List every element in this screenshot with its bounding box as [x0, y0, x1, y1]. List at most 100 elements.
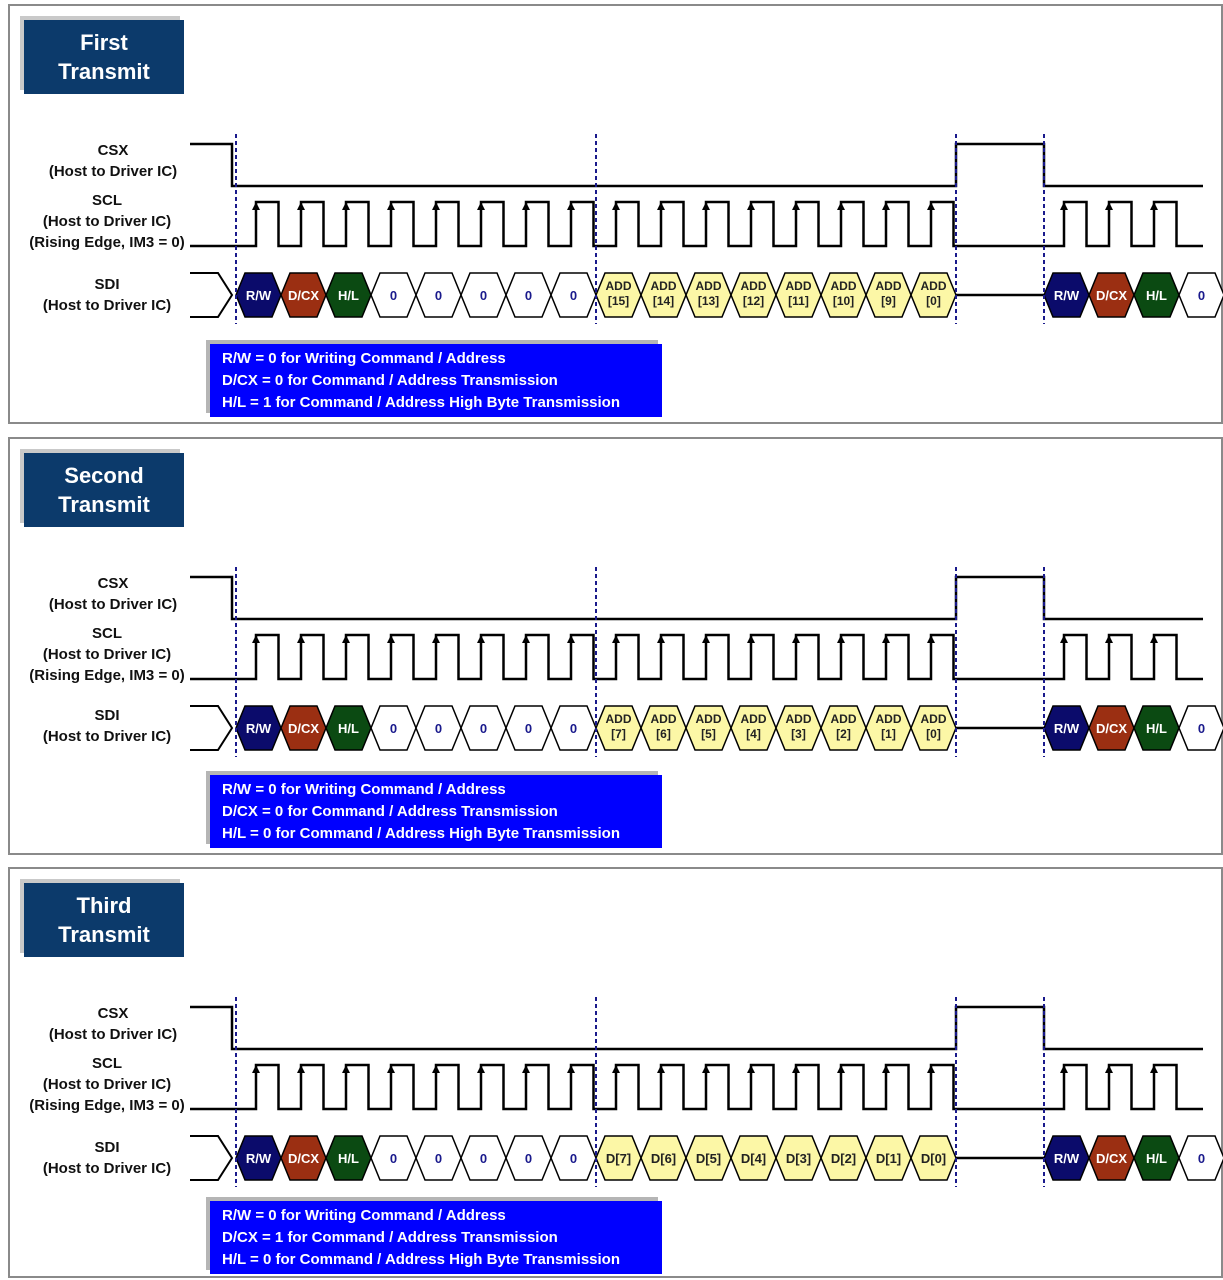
sdi-payload-bit-text: [10] — [833, 294, 854, 308]
panel-title-line-1: First — [80, 30, 128, 55]
csx-desc: (Host to Driver IC) — [48, 163, 178, 180]
rising-edge-arrow — [702, 1065, 710, 1073]
sdi-payload-bit-text: D[7] — [606, 1151, 631, 1166]
sdi-bit-text: 0 — [390, 1151, 397, 1166]
sdi-payload-bit-text: ADD — [921, 712, 947, 726]
rising-edge-arrow — [882, 202, 890, 210]
sdi-bit-text: R/W — [246, 721, 272, 736]
rising-edge-arrow — [1060, 635, 1068, 643]
sdi-payload-bit-text: D[1] — [876, 1151, 901, 1166]
rising-edge-arrow — [657, 635, 665, 643]
panel-title-line-1: Third — [76, 893, 132, 918]
csx-waveform — [190, 575, 1203, 621]
sdi-payload-bit-text: ADD — [786, 712, 812, 726]
sdi-payload-bit-text: D[5] — [696, 1151, 721, 1166]
sdi-next-bit-text: 0 — [1198, 1151, 1205, 1166]
sdi-bit-text: 0 — [435, 288, 442, 303]
sdi-next-bit-text: D/CX — [1096, 1151, 1127, 1166]
csx-name: CSX — [97, 142, 129, 159]
sdi-bit-text: H/L — [338, 721, 359, 736]
rising-edge-arrow — [342, 1065, 350, 1073]
sdi-payload-bit-text: ADD — [921, 279, 947, 293]
legend-line-dcx: D/CX = 1 for Command / Address Transmiss… — [222, 1229, 558, 1246]
rising-edge-arrow — [297, 202, 305, 210]
rising-edge-arrow — [432, 635, 440, 643]
sdi-next-bit-text: H/L — [1146, 288, 1167, 303]
sdi-payload-bit-text: [13] — [698, 294, 719, 308]
sdi-label: SDI (Host to Driver IC) — [22, 274, 192, 316]
sdi-bit-text: 0 — [435, 1151, 442, 1166]
sdi-bit-text: 0 — [570, 721, 577, 736]
scl-label: SCL (Host to Driver IC) (Rising Edge, IM… — [22, 623, 192, 686]
rising-edge-arrow — [567, 202, 575, 210]
legend-line-rw: R/W = 0 for Writing Command / Address — [222, 1207, 506, 1224]
csx-label: CSX (Host to Driver IC) — [28, 1003, 198, 1045]
sdi-next-bit-text: H/L — [1146, 1151, 1167, 1166]
sdi-payload-bit-text: ADD — [651, 279, 677, 293]
rising-edge-arrow — [702, 635, 710, 643]
sdi-bit-text: 0 — [435, 721, 442, 736]
csx-waveform — [190, 142, 1203, 188]
scl-waveform — [190, 633, 1203, 681]
sdi-payload-bit-text: [12] — [743, 294, 764, 308]
sdi-next-bit-cell — [1178, 272, 1223, 318]
sdi-bit-text: 0 — [570, 1151, 577, 1166]
legend-box: R/W = 0 for Writing Command / Address D/… — [210, 775, 662, 848]
csx-label: CSX (Host to Driver IC) — [28, 573, 198, 615]
rising-edge-arrow — [567, 635, 575, 643]
rising-edge-arrow — [882, 635, 890, 643]
rising-edge-arrow — [522, 1065, 530, 1073]
sdi-desc: (Host to Driver IC) — [42, 1160, 172, 1177]
sdi-name: SDI — [94, 276, 120, 293]
sdi-payload-bit-text: [5] — [701, 727, 716, 741]
sdi-bit-text: 0 — [390, 288, 397, 303]
rising-edge-arrow — [882, 1065, 890, 1073]
panel-title-line-1: Second — [64, 463, 144, 488]
rising-edge-arrow — [792, 635, 800, 643]
legend-line-dcx: D/CX = 0 for Command / Address Transmiss… — [222, 372, 558, 389]
sdi-payload-bit-text: ADD — [741, 279, 767, 293]
rising-edge-arrow — [342, 202, 350, 210]
rising-edge-arrow — [747, 202, 755, 210]
legend-box: R/W = 0 for Writing Command / Address D/… — [210, 344, 662, 417]
sdi-payload-bit-text: D[0] — [921, 1151, 946, 1166]
legend-line-rw: R/W = 0 for Writing Command / Address — [222, 781, 506, 798]
csx-desc: (Host to Driver IC) — [48, 596, 178, 613]
sdi-payload-bit-text: [4] — [746, 727, 761, 741]
rising-edge-arrow — [252, 202, 260, 210]
rising-edge-arrow — [792, 1065, 800, 1073]
panel-title-line-2: Transmit — [58, 492, 150, 517]
sdi-next-bit-text: H/L — [1146, 721, 1167, 736]
rising-edge-arrow — [747, 635, 755, 643]
sdi-next-bit-text: R/W — [1054, 1151, 1080, 1166]
scl-desc: (Host to Driver IC) — [42, 646, 172, 663]
sdi-payload-bit-text: ADD — [606, 712, 632, 726]
legend-line-rw: R/W = 0 for Writing Command / Address — [222, 350, 506, 367]
rising-edge-arrow — [747, 1065, 755, 1073]
legend-line-dcx: D/CX = 0 for Command / Address Transmiss… — [222, 803, 558, 820]
sdi-payload-bit-text: [11] — [788, 294, 809, 308]
sdi-payload-bit-text: ADD — [606, 279, 632, 293]
rising-edge-arrow — [1060, 202, 1068, 210]
scl-label: SCL (Host to Driver IC) (Rising Edge, IM… — [22, 190, 192, 253]
sdi-payload-bit-text: ADD — [741, 712, 767, 726]
rising-edge-arrow — [477, 635, 485, 643]
sdi-payload-bit-text: [7] — [611, 727, 626, 741]
sdi-payload-bit-text: D[3] — [786, 1151, 811, 1166]
sdi-payload-bit-text: ADD — [651, 712, 677, 726]
rising-edge-arrow — [297, 635, 305, 643]
csx-desc: (Host to Driver IC) — [48, 1026, 178, 1043]
rising-edge-arrow — [1105, 635, 1113, 643]
rising-edge-arrow — [1105, 1065, 1113, 1073]
sdi-payload-bit-text: [0] — [926, 294, 941, 308]
legend-line-hl: H/L = 0 for Command / Address High Byte … — [222, 825, 621, 842]
sdi-next-bit-text: D/CX — [1096, 721, 1127, 736]
rising-edge-arrow — [927, 635, 935, 643]
sdi-next-bit-text: 0 — [1198, 721, 1205, 736]
sdi-next-bit-text: D/CX — [1096, 288, 1127, 303]
rising-edge-arrow — [387, 1065, 395, 1073]
scl-edge: (Rising Edge, IM3 = 0) — [29, 667, 185, 684]
